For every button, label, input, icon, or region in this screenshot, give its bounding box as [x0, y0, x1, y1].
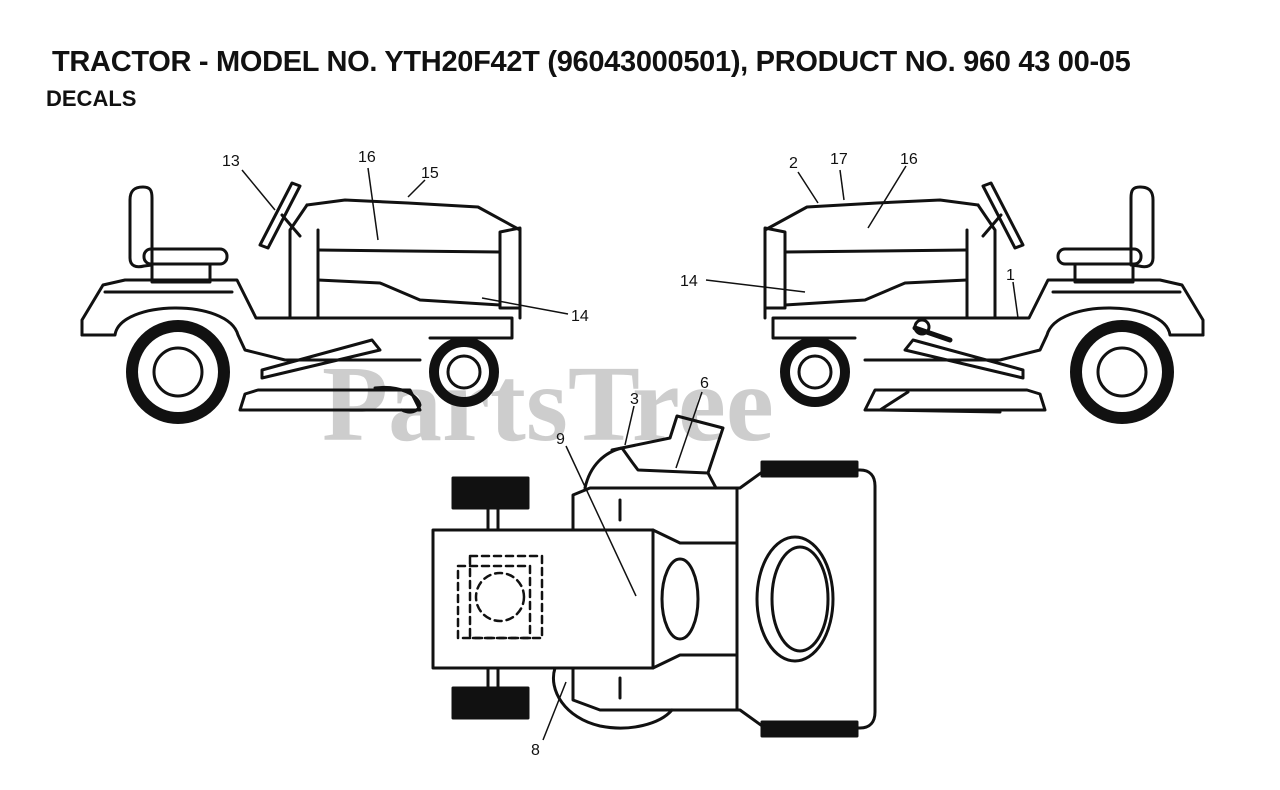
callout-14-right: 14 [680, 273, 698, 290]
callout-13-left: 13 [222, 153, 240, 170]
callout-6-top: 6 [700, 375, 709, 392]
callout-14-left: 14 [571, 308, 589, 325]
left-side-view [80, 181, 522, 424]
callout-2-right: 2 [789, 155, 798, 172]
left-front-wheel [429, 337, 499, 407]
right-front-wheel [780, 337, 850, 407]
callout-3-top: 3 [630, 391, 639, 408]
callout-1-right: 1 [1006, 267, 1015, 284]
left-hood [305, 198, 522, 320]
callout-15-left: 15 [421, 165, 439, 182]
section-subtitle: DECALS [46, 86, 137, 111]
callout-16-left: 16 [358, 149, 376, 166]
watermark-text: PartsTree [322, 345, 774, 464]
callout-9-top: 9 [556, 431, 565, 448]
left-mower-deck [238, 388, 422, 412]
callout-16-right: 16 [900, 151, 918, 168]
top-hood [431, 528, 655, 670]
right-rear-wheel [1070, 320, 1174, 424]
left-rear-wheel [126, 320, 230, 424]
right-hood [763, 198, 980, 320]
right-side-view [763, 181, 1205, 424]
top-front-tire-left [451, 476, 530, 510]
right-mower-deck [863, 388, 1047, 412]
page-title: TRACTOR - MODEL NO. YTH20F42T (960430005… [52, 46, 1131, 78]
callout-17-right: 17 [830, 151, 848, 168]
callout-8-top: 8 [531, 742, 540, 759]
top-front-tire-right [451, 686, 530, 720]
top-seat [755, 535, 835, 663]
top-view [431, 414, 877, 738]
callout-leaders [241, 165, 1019, 741]
